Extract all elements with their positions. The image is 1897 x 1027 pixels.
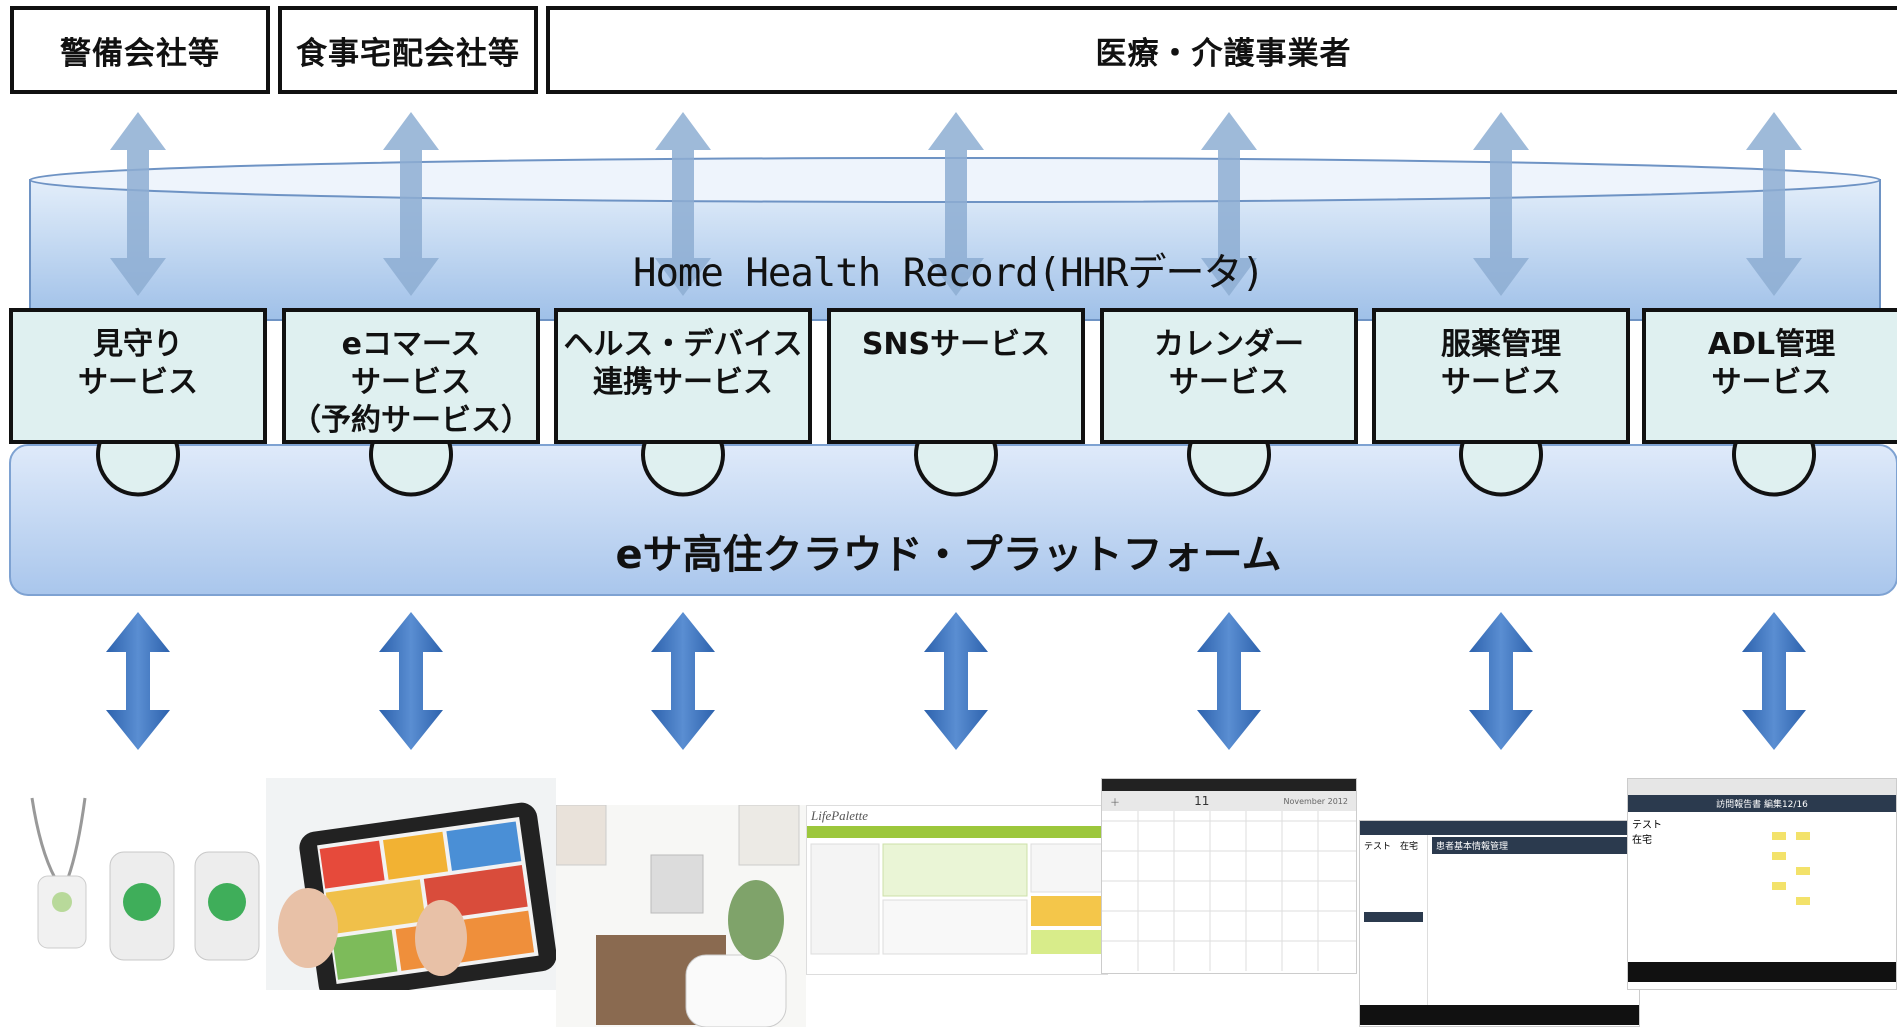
- lower-arrow-5: [1197, 612, 1261, 750]
- service-line: サービス: [1169, 365, 1289, 400]
- service-line: カレンダー: [1154, 327, 1304, 362]
- medication-main-panel: 患者基本情報管理: [1428, 835, 1639, 1005]
- lower-arrow-1: [106, 612, 170, 750]
- calendar-add-icon[interactable]: ＋: [1110, 797, 1120, 809]
- upper-arrow-3: [655, 112, 711, 296]
- service-box-medication: 服薬管理 サービス: [1372, 308, 1630, 444]
- puzzle-knob-1: [96, 441, 180, 497]
- puzzle-knobs: [96, 441, 1816, 497]
- upper-arrow-7: [1746, 112, 1802, 296]
- lifepalette-logo: LifePalette: [811, 808, 869, 823]
- upper-arrow-4: [928, 112, 984, 296]
- service-box-sns: SNSサービス: [827, 308, 1085, 444]
- puzzle-knob-2: [369, 441, 453, 497]
- lower-arrow-7: [1742, 612, 1806, 750]
- upper-arrow-1: [110, 112, 166, 296]
- calendar-header: ＋ 11 November 2012: [1102, 791, 1356, 811]
- service-line: ADL管理: [1707, 327, 1836, 362]
- service-box-ecommerce: eコマース サービス （予約サービス）: [282, 308, 540, 444]
- platform-label: eサ高住クラウド・プラットフォーム: [615, 532, 1282, 578]
- service-line: eコマース: [341, 327, 481, 362]
- tablet-ecommerce-image: [266, 778, 556, 990]
- top-box-security: 警備会社等: [10, 6, 270, 94]
- medication-patient-name: テスト 在宅: [1364, 842, 1419, 852]
- calendar-status-bar: [1102, 779, 1356, 791]
- lower-arrow-4: [924, 612, 988, 750]
- puzzle-knob-4: [914, 441, 998, 497]
- sns-web-screenshot: LifePalette: [806, 805, 1108, 975]
- puzzle-knob-5: [1187, 441, 1271, 497]
- adl-bottom-bar: [1628, 962, 1896, 982]
- lower-arrow-3: [651, 612, 715, 750]
- service-box-monitoring: 見守り サービス: [9, 308, 267, 444]
- calendar-app-screenshot: ＋ 11 November 2012: [1101, 778, 1357, 974]
- service-line: 服薬管理: [1441, 327, 1561, 362]
- lower-arrow-6: [1469, 612, 1533, 750]
- health-device-bathroom-image: [556, 805, 806, 1027]
- service-line: （予約サービス）: [291, 403, 531, 438]
- upper-arrow-2: [383, 112, 439, 296]
- hhr-label: Home Health Record(HHRデータ): [632, 251, 1265, 296]
- lower-arrows: [106, 612, 1806, 750]
- service-line: サービス: [78, 365, 198, 400]
- puzzle-knob-6: [1459, 441, 1543, 497]
- top-box-meal-delivery: 食事宅配会社等: [278, 6, 538, 94]
- puzzle-knob-3: [641, 441, 725, 497]
- medication-side-panel: テスト 在宅: [1360, 835, 1428, 1005]
- adl-app-screenshot: 訪問報告書 編集12/16 テスト 在宅: [1627, 778, 1897, 990]
- service-box-health-device: ヘルス・デバイス 連携サービス: [554, 308, 812, 444]
- medication-top-bar: [1360, 821, 1639, 835]
- service-line: 連携サービス: [593, 365, 773, 400]
- service-line: サービス: [1711, 365, 1832, 400]
- calendar-month-name: November 2012: [1283, 796, 1348, 806]
- upper-arrow-6: [1473, 112, 1529, 296]
- adl-screen-title: 訪問報告書 編集12/16: [1628, 795, 1896, 812]
- service-line: サービス: [1441, 365, 1561, 400]
- service-box-calendar: カレンダー サービス: [1100, 308, 1358, 444]
- top-box-medical-care: 医療・介護事業者: [546, 6, 1897, 94]
- monitoring-devices-image: [10, 790, 265, 970]
- lower-arrow-2: [379, 612, 443, 750]
- service-box-adl: ADL管理 サービス: [1642, 308, 1897, 444]
- adl-browser-bar: [1628, 779, 1896, 795]
- medication-app-screenshot: テスト 在宅 患者基本情報管理: [1359, 820, 1640, 1027]
- service-line: SNSサービス: [861, 327, 1051, 362]
- service-line: サービス: [351, 365, 471, 400]
- medication-screen-title: 患者基本情報管理: [1432, 837, 1635, 854]
- service-line: ヘルス・デバイス: [563, 327, 803, 362]
- service-line: 見守り: [93, 327, 183, 362]
- puzzle-knob-7: [1732, 441, 1816, 497]
- upper-arrow-5: [1201, 112, 1257, 296]
- calendar-month-number: 11: [1194, 794, 1210, 808]
- medication-bottom-bar: [1360, 1005, 1639, 1025]
- upper-arrows: [110, 112, 1802, 296]
- adl-patient-name: テスト 在宅: [1632, 820, 1662, 846]
